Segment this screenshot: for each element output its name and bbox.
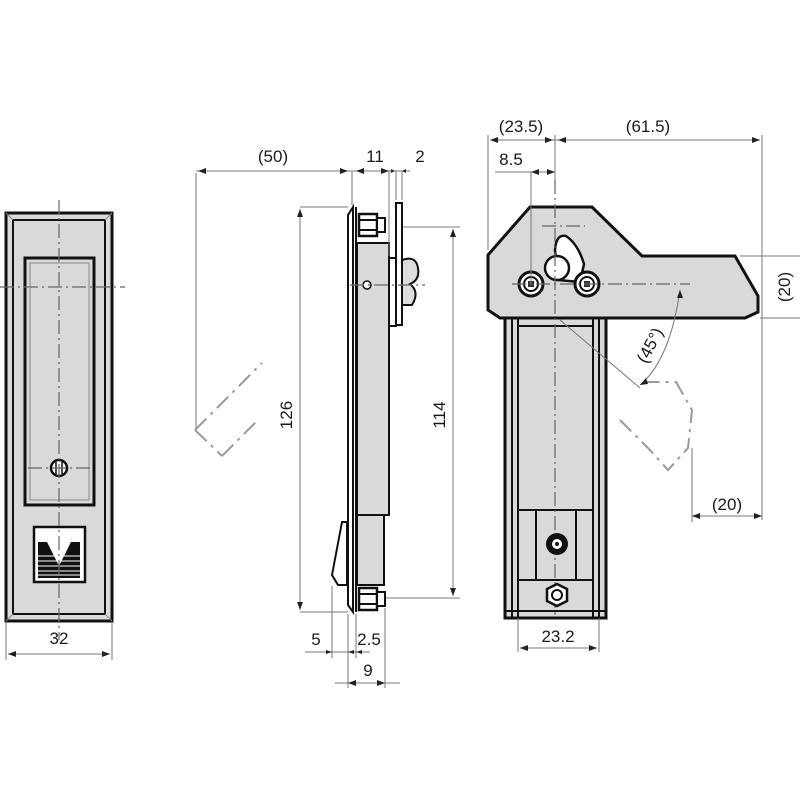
handle-offset-label: 5 (311, 630, 320, 649)
overall-height-label: 126 (277, 401, 296, 429)
rear-view: (45°) (23.5) (61.5) 8.5 (20) (20) 23 (486, 117, 800, 652)
front-view: 32 (0, 200, 125, 660)
cam-height-label: (20) (775, 272, 794, 302)
flange-label: 2.5 (357, 630, 381, 649)
depth-label: 11 (366, 147, 384, 166)
side-view: (50) 11 2 126 114 5 2.5 9 (194, 147, 460, 688)
handle-open-label: (50) (258, 147, 288, 166)
bottom-nut-icon (357, 586, 386, 612)
cam-offset-label: (23.5) (499, 117, 543, 136)
plate-thickness-label: 2 (415, 147, 424, 166)
pivot-offset-label: 8.5 (499, 150, 523, 169)
body-width-label: 23.2 (541, 627, 574, 646)
lower-nut-icon (546, 533, 568, 555)
front-width-label: 32 (50, 629, 69, 648)
mount-pitch-label: 114 (430, 401, 449, 428)
body-depth-label: 9 (363, 661, 372, 680)
bottom-bolt-icon (545, 582, 569, 608)
cam-reach-label: (61.5) (626, 117, 670, 136)
top-nut-icon (357, 212, 386, 238)
rotation-angle-label: (45°) (633, 325, 667, 367)
swing-label: (20) (712, 495, 742, 514)
